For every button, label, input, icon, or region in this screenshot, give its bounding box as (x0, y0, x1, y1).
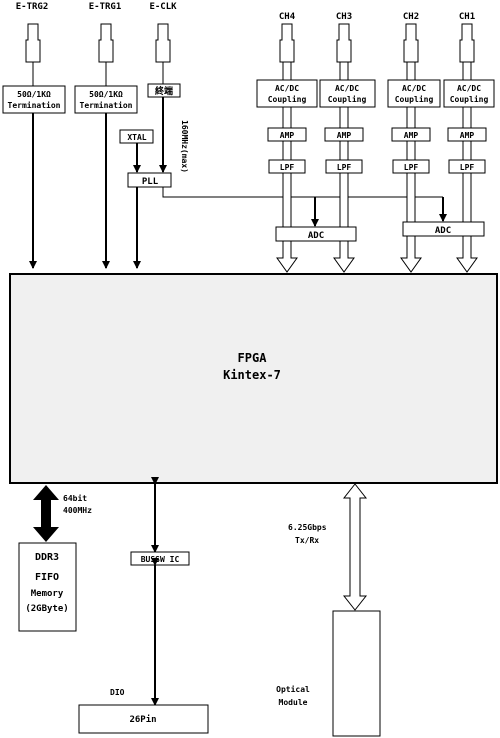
ch1-coupling-line2: Coupling (450, 94, 489, 104)
eclk-term-label: 終端 (155, 85, 173, 97)
ch2-coupling-box (387, 79, 441, 108)
etrg1-termination-box (74, 85, 138, 114)
bussw-label: BUSSW IC (141, 555, 180, 564)
optical-rate: 6.25Gbps (288, 523, 327, 532)
ch3-coupling-line2: Coupling (328, 94, 367, 104)
adc-right-label: ADC (435, 226, 451, 236)
ch1-amp-label: AMP (460, 131, 475, 140)
channel-ch3: CH3 AC/DC Coupling AMP LPF (319, 12, 376, 273)
optical-link-arrow (342, 483, 368, 611)
etrg1-label: E-TRG1 (89, 2, 122, 12)
eclk-label: E-CLK (149, 2, 177, 12)
ch3-amp-box (324, 127, 364, 142)
ddr-memory: Memory (31, 589, 64, 599)
ch4-coupling-box (256, 79, 318, 108)
channel-ch4: CH4 AC/DC Coupling AMP LPF (256, 12, 318, 273)
dio-connector-block (78, 704, 209, 734)
ch2-amp-box (391, 127, 431, 142)
adc-left-label: ADC (308, 231, 324, 241)
ch1-lpf-label: LPF (460, 163, 475, 172)
ch3-amp-label: AMP (337, 131, 352, 140)
ch3-lpf-box (325, 159, 363, 174)
dio-label: DIO (110, 688, 125, 697)
ch4-lpf-label: LPF (280, 163, 295, 172)
ch3-lpf-label: LPF (337, 163, 352, 172)
etrg1-term-line2: Termination (80, 100, 133, 110)
adc-right-box (402, 221, 485, 237)
fpga-title: FPGA (238, 351, 268, 365)
input-etrg1: E-TRG1 50Ω/1KΩ Termination (74, 2, 138, 269)
ch3-coupling-box (319, 79, 376, 108)
ch2-coupling-line2: Coupling (395, 94, 434, 104)
fpga-subtitle: Kintex-7 (223, 368, 281, 382)
pll-box (127, 172, 172, 188)
ch4-connector-icon (279, 23, 295, 63)
ddr-block (18, 542, 77, 632)
input-etrg2: E-TRG2 50Ω/1KΩ Termination (2, 2, 66, 269)
fpga-block (9, 273, 498, 484)
etrg2-term-line2: Termination (8, 100, 61, 110)
ch1-amp-box (447, 127, 487, 142)
ch4-coupling-line2: Coupling (268, 94, 307, 104)
etrg2-connector-icon (25, 23, 41, 63)
etrg2-term-line1: 50Ω/1KΩ (17, 90, 51, 99)
input-eclk: E-CLK 終端 160MHz(max) (147, 2, 189, 173)
ch4-label: CH4 (279, 12, 296, 22)
optical-txrx: Tx/Rx (295, 536, 319, 545)
ddr-bus-freq: 400MHz (63, 506, 92, 515)
channel-ch2: CH2 AC/DC Coupling AMP LPF (387, 12, 441, 273)
ch2-connector-icon (403, 23, 419, 63)
ch4-coupling-line1: AC/DC (275, 84, 299, 93)
ddr-fifo: FIFO (35, 572, 59, 583)
ch2-coupling-line1: AC/DC (402, 84, 426, 93)
ch4-amp-box (267, 127, 307, 142)
pll-clock-line (162, 187, 443, 198)
optical-module-line2: Module (279, 698, 308, 707)
optical-module-block (332, 610, 381, 737)
ch2-amp-label: AMP (404, 131, 419, 140)
eclk-connector-icon (155, 23, 171, 63)
ch3-label: CH3 (336, 12, 352, 22)
ddr-bus-arrow (33, 485, 59, 542)
ch1-label: CH1 (459, 12, 475, 22)
dio-pins-label: 26Pin (129, 714, 156, 725)
ch3-connector-icon (336, 23, 352, 63)
ch2-lpf-box (392, 159, 430, 174)
ch4-lpf-box (268, 159, 306, 174)
ch1-lpf-box (448, 159, 486, 174)
ddr-capacity: (2GByte) (25, 604, 68, 614)
ch1-coupling-line1: AC/DC (457, 84, 481, 93)
ch1-coupling-box (443, 79, 495, 108)
ch1-connector-icon (459, 23, 475, 63)
etrg2-label: E-TRG2 (16, 2, 49, 12)
adc-left-box (275, 226, 357, 242)
optical-module-line1: Optical (276, 684, 310, 694)
ch2-label: CH2 (403, 12, 419, 22)
pll-label: PLL (142, 177, 159, 187)
ch3-coupling-line1: AC/DC (335, 84, 359, 93)
bussw-box (130, 551, 190, 566)
etrg1-term-line1: 50Ω/1KΩ (89, 90, 123, 99)
ch2-lpf-label: LPF (404, 163, 419, 172)
ddr-title: DDR3 (35, 552, 59, 563)
channel-ch1: CH1 AC/DC Coupling AMP LPF (443, 12, 495, 273)
xtal-label: XTAL (127, 133, 146, 142)
ddr-bus-width: 64bit (63, 493, 87, 503)
eclk-freq-label: 160MHz(max) (180, 120, 189, 173)
ch4-amp-label: AMP (280, 131, 295, 140)
etrg1-connector-icon (98, 23, 114, 63)
